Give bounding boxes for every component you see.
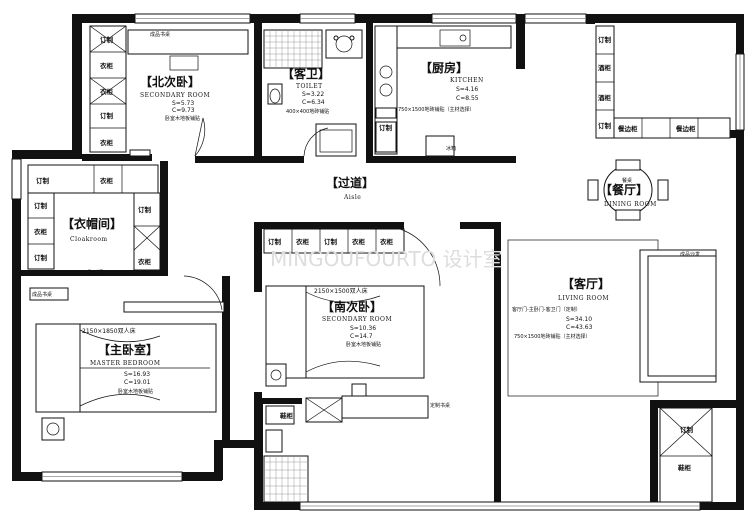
master-bedroom-perimeter: C=19.01 [124,379,151,386]
cabinet-label: 订制 [598,121,612,130]
north-bedroom-note: 卧室木地板铺贴 [165,115,200,122]
cabinet-label: 订制 [324,237,338,246]
cabinet-label: 衣柜 [100,138,114,147]
cabinet-label: 订制 [138,205,152,214]
north-bedroom-area: S=5.73 [172,100,194,107]
cabinet-label: 鞋柜 [678,463,692,472]
guest-bath: 【客卫】 TOILET S=3.22 C=6.34 400×400地砖铺贴 [263,29,363,157]
south-bedroom-perimeter: C=14.7 [350,333,373,340]
windows [11,13,745,511]
south-bed-label: 2150×1500双人床 [314,287,368,295]
guest-bath-note: 400×400地砖铺贴 [286,108,329,115]
north-bedroom: 订制 衣柜 衣柜 订制 衣柜 成品书桌 【北次卧】 SECONDARY ROOM… [89,25,249,157]
aisle: 【过道】 Aisle [326,175,374,201]
dining-table-label: 餐桌 [622,177,632,184]
cabinet-label: 衣柜 [138,257,152,266]
master-bedroom-title: 【主卧室】 [98,342,158,357]
master-bedroom-note: 卧室木地板铺贴 [118,388,153,395]
cabinet-label: 订制 [268,237,282,246]
cabinet-label: 衣柜 [34,227,48,236]
cabinet-label: 衣柜 [380,237,394,246]
aisle-english: Aisle [343,194,361,201]
cabinet-label: 酒柜 [598,93,612,102]
south-bedroom-title: 【南次卧】 [322,299,382,314]
dining-english: DINING ROOM [604,201,657,208]
south-bedroom: 订制 衣柜 订制 衣柜 衣柜 2150×1500双人床 【南次卧】 SECOND… [263,228,450,419]
kitchen-note: 750×1500地砖铺贴（主材选择） [398,106,474,113]
cabinet-label: 衣柜 [100,87,114,96]
north-bedroom-perimeter: C=9.73 [172,107,195,114]
cabinet-label: 订制 [100,111,114,120]
dining-room: 订制 酒柜 酒柜 订制 餐边柜 餐边柜 餐桌 【餐厅】 DINING ROOM [587,25,731,221]
closet-title: 【衣帽间】 [62,216,122,231]
living-room-perimeter: C=43.63 [566,324,593,331]
cabinet-label: 衣柜 [352,237,366,246]
kitchen-title: 【厨房】 [420,60,468,75]
kitchen-english: KITCHEN [450,77,484,84]
cabinet-label: 订制 [34,253,48,262]
cabinet-label: 餐边柜 [617,124,638,133]
cabinet-label: 餐边柜 [675,124,696,133]
south-bedroom-area: S=10.36 [350,325,376,332]
kitchen: 订制 冰箱 【厨房】 KITCHEN S=4.16 C=8.55 750×150… [374,25,512,157]
cabinet-label: 订制 [598,35,612,44]
cabinet-label: 衣柜 [100,61,114,70]
living-room-title: 【客厅】 [562,276,610,291]
guest-bath-perimeter: C=6.34 [302,99,325,106]
guest-bath-area: S=3.22 [302,91,324,98]
cabinet-label: 订制 [680,425,694,434]
master-bedroom-english: MASTER BEDROOM [90,360,161,367]
fridge-label: 冰箱 [446,145,456,152]
north-bedroom-english: SECONDARY ROOM [140,92,210,99]
closet: 订制 衣柜 订制 衣柜 订制 订制 衣柜 【衣帽间】 Cloakroom 隐形门 [27,164,161,276]
living-room-door-note: 客厅门-主卧门-客卫门（定制） [512,306,581,313]
cabinet-label: 订制 [34,201,48,210]
master-bedroom-area: S=16.93 [124,371,150,378]
south-bedroom-note: 卧室木地板铺贴 [346,341,381,348]
kitchen-area: S=4.16 [456,86,478,93]
guest-bath-title: 【客卫】 [282,66,330,81]
living-room-note: 750×1500地砖铺贴（主材选择） [514,333,590,340]
closet-door-label: 隐形门 [88,269,103,276]
cabinet-label: 鞋柜 [280,411,294,420]
cabinet-label: 订制 [100,35,114,44]
bath-tiles [264,456,308,502]
kitchen-perimeter: C=8.55 [456,95,479,102]
north-bedroom-title: 【北次卧】 [140,74,200,89]
south-bedroom-english: SECONDARY ROOM [322,316,392,323]
shower-tiles [264,30,322,68]
guest-bath-english: TOILET [296,83,323,90]
cabinet-label: 订制 [36,176,50,185]
south-desk-label: 定制书桌 [430,402,450,409]
sofa-label: 成品沙发 [680,251,700,258]
living-room: 成品沙发 【客厅】 LIVING ROOM 客厅门-主卧门-客卫门（定制） S=… [507,239,717,503]
living-room-english: LIVING ROOM [558,295,609,302]
cabinet-label: 衣柜 [296,237,310,246]
cabinet-label: 酒柜 [598,63,612,72]
master-bedroom: 成品书桌 2150×1850双人床 【主卧室】 MASTER BEDROOM S… [29,275,225,441]
cabinet-label: 订制 [379,123,393,132]
cabinet-label: 衣柜 [100,176,114,185]
dining-title: 【餐厅】 [600,182,648,197]
north-bedroom-desk-label: 成品书桌 [150,31,170,38]
master-desk-label: 成品书桌 [32,291,52,298]
closet-english: Cloakroom [70,236,108,243]
aisle-title: 【过道】 [326,175,374,190]
living-room-area: S=34.10 [566,316,592,323]
watermark: MINGOUFOURTO 设计室 [270,247,503,271]
bottom-storage: 鞋柜 [263,397,343,503]
master-bed-label: 2150×1850双人床 [82,327,136,335]
